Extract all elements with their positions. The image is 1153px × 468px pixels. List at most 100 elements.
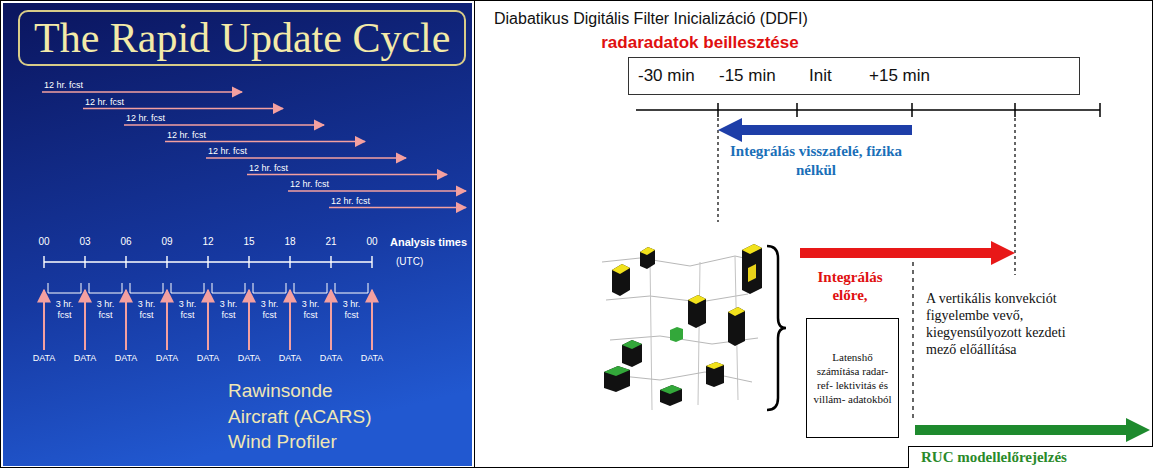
time-label: 21: [319, 236, 343, 248]
data-label: DATA: [27, 353, 61, 364]
data-arrow: [330, 290, 332, 350]
time-mark: -15 min: [719, 66, 776, 86]
radar-echo: [742, 244, 762, 254]
interval-bracket: [89, 283, 122, 293]
data-label: DATA: [355, 353, 389, 364]
interval-label: 3 hr. fcst: [295, 299, 327, 321]
radar-echo: [622, 340, 642, 367]
data-label: DATA: [150, 353, 184, 364]
radar-echo: [640, 247, 655, 269]
box-text: The Rapid Update Cycle: [34, 13, 450, 63]
interval-bracket: [130, 283, 163, 293]
axis-tick: [43, 256, 44, 268]
time-label: 06: [114, 236, 138, 248]
radar-echo: [604, 366, 630, 376]
interval-label: 3 hr. fcst: [336, 299, 368, 321]
axis-tick: [166, 256, 167, 268]
interval-label: 3 hr. fcst: [90, 299, 122, 321]
axis-title: (UTC): [396, 256, 423, 268]
radar-echo: [612, 264, 630, 296]
radar-echo: [612, 264, 630, 274]
axis-tick: [796, 103, 798, 117]
map-border: [612, 372, 752, 382]
interval-bracket: [48, 283, 81, 293]
radar-echo: [660, 385, 682, 394]
dotted-guide: [717, 118, 718, 222]
forecast-label: 12 hr. fcst: [290, 179, 329, 190]
radar-echo: [604, 366, 630, 392]
interval-label: 3 hr. fcst: [131, 299, 163, 321]
forecast-arrow: [247, 174, 447, 176]
data-arrow: [371, 290, 373, 350]
radar-echo: [706, 362, 724, 387]
interval-label: 3 hr. fcst: [213, 299, 245, 321]
time-label: 03: [73, 236, 97, 248]
axis-tick: [717, 103, 719, 117]
axis-tick: [371, 256, 372, 268]
data-arrow: [125, 290, 127, 350]
forecast-label: 12 hr. fcst: [249, 163, 288, 174]
data-arrow: [166, 290, 168, 350]
box-text: Latenshő számítása radar-ref- lektivitás…: [813, 350, 893, 406]
step-note: Integrálás visszafelé, fizika nélkül: [728, 142, 904, 180]
time-mark: +15 min: [869, 66, 930, 86]
data-arrow: [248, 290, 250, 350]
time-label: 09: [155, 236, 179, 248]
data-source: Wind Profiler: [228, 430, 337, 453]
axis-tick: [1099, 103, 1101, 117]
radar-echo: [728, 307, 745, 316]
map-border: [606, 294, 748, 302]
axis-tick: [125, 256, 126, 268]
dotted-guide: [912, 262, 913, 418]
curly-brace: [767, 246, 786, 410]
interval-label: 3 hr. fcst: [49, 299, 81, 321]
time-mark: -30 min: [638, 66, 695, 86]
axis-tick: [248, 256, 249, 268]
radar-echo: [748, 264, 756, 282]
title-box: The Rapid Update Cycle: [18, 10, 466, 66]
map-border: [650, 256, 738, 410]
forecast-arrow: [165, 141, 365, 143]
step-note: Integrálás előre,: [800, 268, 900, 304]
time-label: 15: [237, 236, 261, 248]
interval-bracket: [212, 283, 245, 293]
forecast-arrow: [288, 190, 466, 192]
cycle-strokes: [42, 92, 466, 350]
data-label: DATA: [273, 353, 307, 364]
slide-heading: radaradatok beillesztése: [550, 33, 850, 53]
data-label: DATA: [191, 353, 225, 364]
map-border: [602, 256, 762, 266]
axis-tick: [330, 256, 331, 268]
axis-tick: [84, 256, 85, 268]
radar-echo: [728, 307, 745, 346]
backward-arrow: [718, 118, 912, 142]
radar-map: [602, 244, 762, 410]
forecast-label: 12 hr. fcst: [126, 113, 165, 124]
timeline-box: -30 min-15 minInit+15 min: [628, 57, 1080, 95]
data-label: DATA: [314, 353, 348, 364]
slide-heading: Diabatikus Digitális Filter Inicializáci…: [494, 9, 808, 28]
time-label: 00: [32, 236, 56, 248]
time-axis: [636, 109, 1100, 111]
data-arrow: [43, 290, 45, 350]
data-label: DATA: [109, 353, 143, 364]
forward-arrow: [800, 241, 1015, 265]
radar-echo: [622, 340, 642, 349]
data-arrow: [207, 290, 209, 350]
forecast-arrow: [915, 418, 1150, 442]
data-label: DATA: [68, 353, 102, 364]
interval-bracket: [335, 283, 368, 293]
data-arrow: [84, 290, 86, 350]
interval-label: 3 hr. fcst: [254, 299, 286, 321]
forecast-arrow: [206, 157, 406, 159]
forecast-box: RUC modellelőrejelzés: [908, 446, 1153, 468]
interval-bracket: [294, 283, 327, 293]
time-label: 12: [196, 236, 220, 248]
process-box: Latenshő számítása radar-ref- lektivitás…: [806, 318, 899, 438]
axis-tick: [1014, 103, 1016, 117]
forecast-arrow: [329, 207, 466, 209]
axis-tick: [207, 256, 208, 268]
